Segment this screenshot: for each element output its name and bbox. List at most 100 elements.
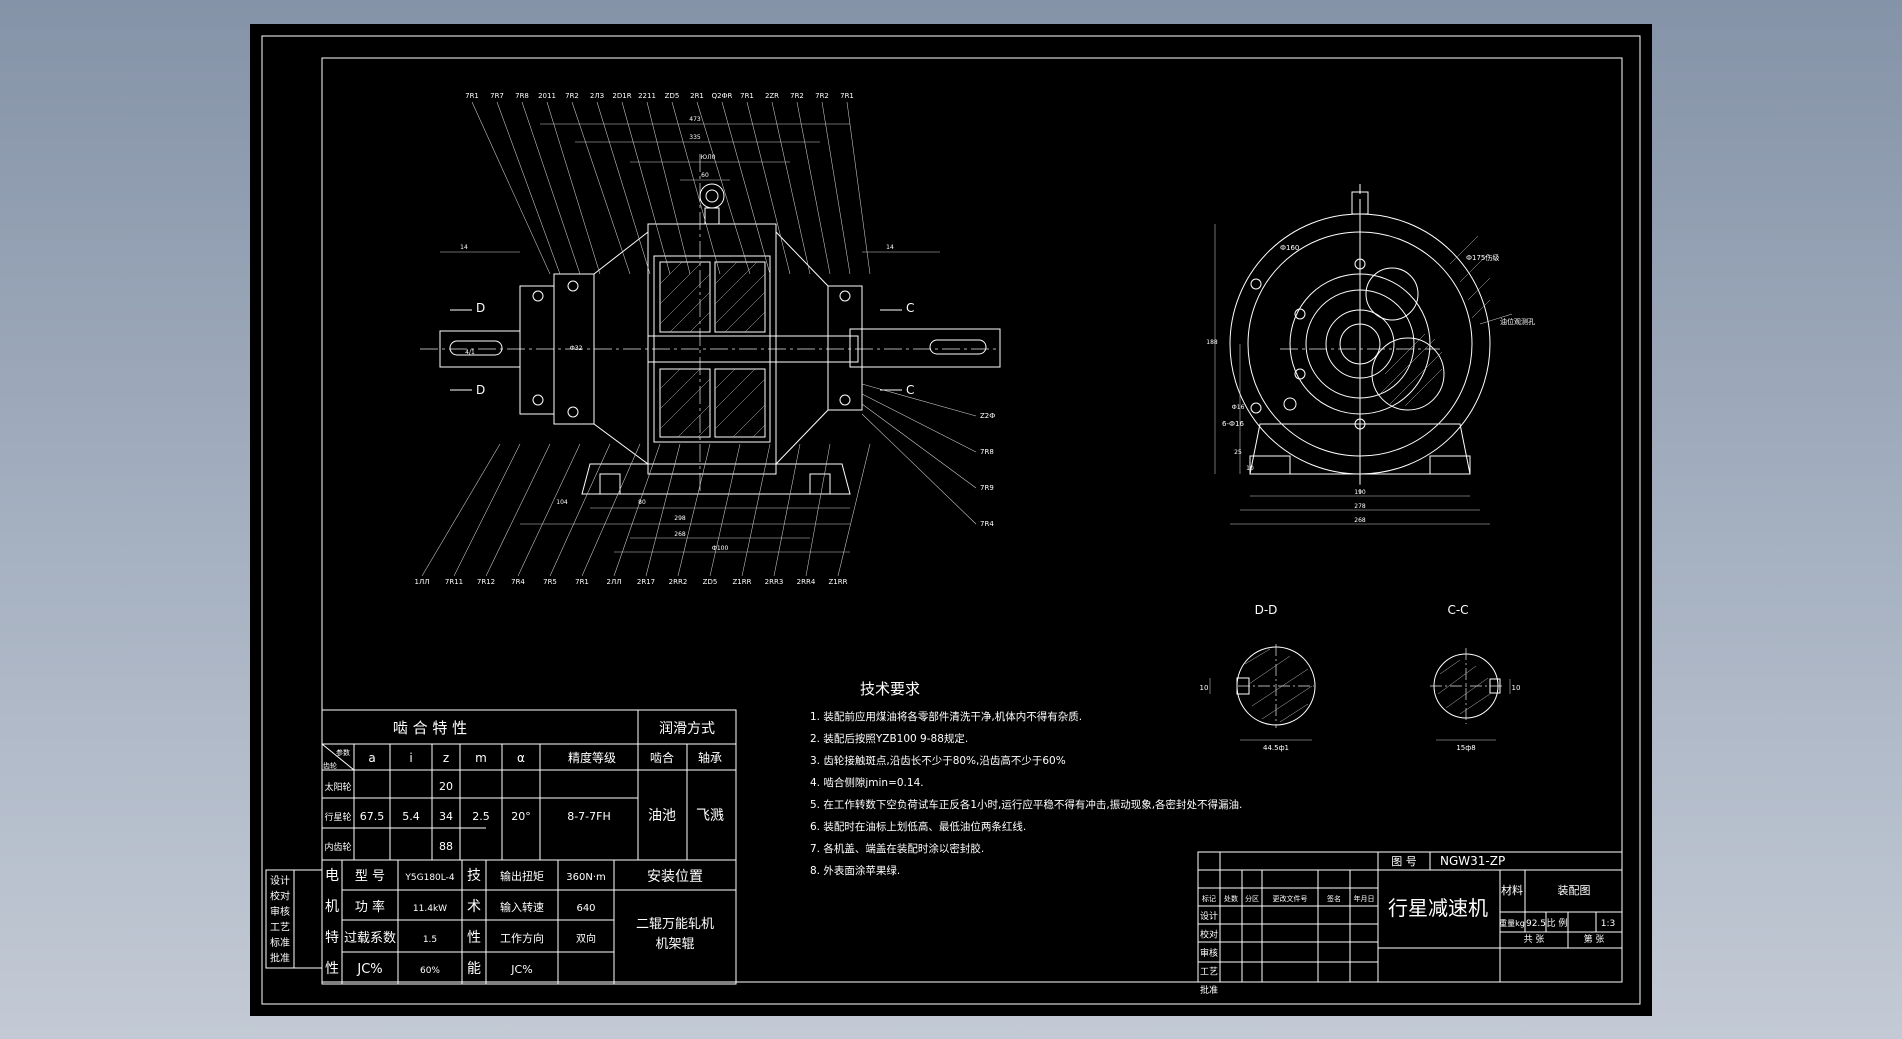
perf-spec-value: 360N·m — [566, 872, 606, 883]
perf-spec-key: JC% — [510, 963, 532, 976]
motor-spec-value: 1.5 — [423, 935, 437, 945]
revision-header: 年月日 — [1354, 894, 1375, 903]
perf-spec-key: 输出扭矩 — [500, 869, 544, 883]
part-label-top: 7R2 — [565, 92, 579, 100]
dimension-value: 268 — [1354, 517, 1366, 524]
motor-spec-value: 60% — [420, 966, 440, 976]
motor-vertical-label: 机 — [325, 899, 339, 915]
side-label: 油位观测孔 — [1500, 317, 1535, 326]
revision-header: 标记 — [1202, 894, 1216, 903]
dimension-value: 10 — [1246, 465, 1254, 472]
drawing-no-label: 图 号 — [1391, 855, 1417, 868]
leader-line — [613, 443, 661, 577]
motor-spec-key: 型 号 — [355, 869, 385, 884]
stamp-role: 标准 — [270, 937, 290, 949]
part-label-top: ZD5 — [665, 92, 680, 100]
motor-spec-key: JC% — [356, 962, 382, 977]
mesh-table-title: 啮 合 特 性 — [393, 719, 467, 737]
part-label-top: 2ЛЗ — [590, 92, 605, 100]
front-leaders — [421, 101, 977, 577]
left-stamp-column — [265, 869, 323, 969]
stamp-role: 工艺 — [270, 922, 290, 934]
perf-spec-value: 双向 — [576, 932, 596, 945]
part-label-bottom: ZD5 — [703, 578, 718, 586]
part-label-bottom: 2R17 — [637, 578, 655, 586]
part-label-right: 7R8 — [980, 448, 994, 456]
value-grade: 8-7-7FH — [567, 810, 611, 823]
dimension-value: 10 — [1512, 684, 1521, 692]
leader-line — [746, 101, 791, 275]
dimension-value: 278 — [1354, 503, 1366, 510]
perf-spec-key: 输入转速 — [500, 900, 544, 914]
part-label-top: Q2ФR — [712, 92, 733, 100]
stamp-role: 批准 — [270, 952, 290, 965]
leader-line — [821, 101, 851, 275]
section-c-c — [1430, 648, 1511, 741]
mesh-table-header: i — [409, 751, 412, 765]
part-label-top: 7R8 — [515, 92, 529, 100]
mesh-table-header: 精度等级 — [568, 750, 616, 765]
scale-label: 比 例 — [1547, 917, 1568, 929]
dimension-value: 190 — [1354, 489, 1366, 496]
sheet-number: 第 张 — [1584, 933, 1605, 945]
weight-value: 92.5 — [1526, 919, 1546, 929]
part-label-top: 2D1R — [612, 92, 631, 100]
part-label-top: 7R2 — [815, 92, 829, 100]
title-block — [1197, 851, 1623, 983]
dimension-value: 268 — [674, 531, 686, 538]
value-i: 5.4 — [402, 810, 420, 823]
title-role: 设计 — [1200, 910, 1218, 922]
stamp-role: 设计 — [270, 874, 290, 887]
value-z: 88 — [439, 840, 453, 853]
drawing-no: NGW31-ZP — [1440, 854, 1505, 868]
corner-label: 齿轮 — [323, 761, 337, 770]
part-label-top: 7R1 — [465, 92, 479, 100]
stamp-role: 审核 — [270, 905, 290, 918]
install-value: 二辊万能轧机 — [636, 917, 714, 932]
perf-spec-value: 640 — [576, 903, 595, 914]
part-label-bottom: 2RR3 — [765, 578, 784, 586]
leader-line — [421, 443, 501, 577]
section-mark-c: C — [906, 383, 914, 397]
dimension-value: 44.5ф1 — [1263, 744, 1289, 752]
leader-line — [621, 101, 671, 275]
corner-label: 参数 — [336, 748, 350, 757]
part-label-right: 7R4 — [980, 520, 994, 528]
part-label-bottom: 2ЛЛ — [607, 578, 622, 586]
leader-line — [696, 101, 751, 275]
part-label-bottom: 2RR4 — [797, 578, 816, 586]
motor-spec-key: 过载系数 — [344, 931, 396, 946]
motor-spec-key: 功 率 — [355, 899, 385, 915]
value-lube-bearing: 飞溅 — [696, 808, 724, 824]
drawing-type: 装配图 — [1558, 884, 1591, 897]
part-label-top: 2R1 — [690, 92, 704, 100]
part-label-bottom: 2RR2 — [669, 578, 688, 586]
dimension-value: 80 — [638, 499, 646, 506]
material-label: 材料 — [1501, 883, 1523, 897]
side-label: 6-Ф16 — [1222, 420, 1244, 428]
leader-line — [771, 101, 811, 275]
section-d-d — [1209, 644, 1316, 741]
tech-requirement-item: 2. 装配后按照YZB100 9-88规定. — [810, 732, 968, 745]
revision-header: 签名 — [1327, 894, 1341, 903]
dimension-value: 473 — [689, 116, 701, 123]
part-label-bottom: Z1RR — [829, 578, 848, 586]
mesh-table-header: z — [443, 751, 449, 765]
gear-row-label: 行星轮 — [324, 811, 351, 823]
part-label-top: 7R1 — [740, 92, 754, 100]
leader-line — [671, 101, 721, 275]
title-role: 校对 — [1200, 929, 1218, 941]
gear-row-label: 太阳轮 — [324, 781, 351, 793]
title-role: 批准 — [1200, 984, 1218, 996]
leader-line — [861, 383, 977, 417]
tech-requirement-item: 8. 外表面涂苹果绿. — [810, 864, 900, 877]
lubrication-title: 润滑方式 — [659, 720, 715, 737]
side-label: Ф160 — [1280, 244, 1299, 252]
tech-requirement-item: 3. 齿轮接触斑点,沿齿长不少于80%,沿齿高不少于60% — [810, 754, 1066, 767]
install-value: 机架辊 — [655, 937, 694, 952]
value-alpha: 20° — [511, 810, 531, 823]
dimension-value: 10 — [1200, 684, 1209, 692]
dimension-value: 298 — [674, 515, 686, 522]
